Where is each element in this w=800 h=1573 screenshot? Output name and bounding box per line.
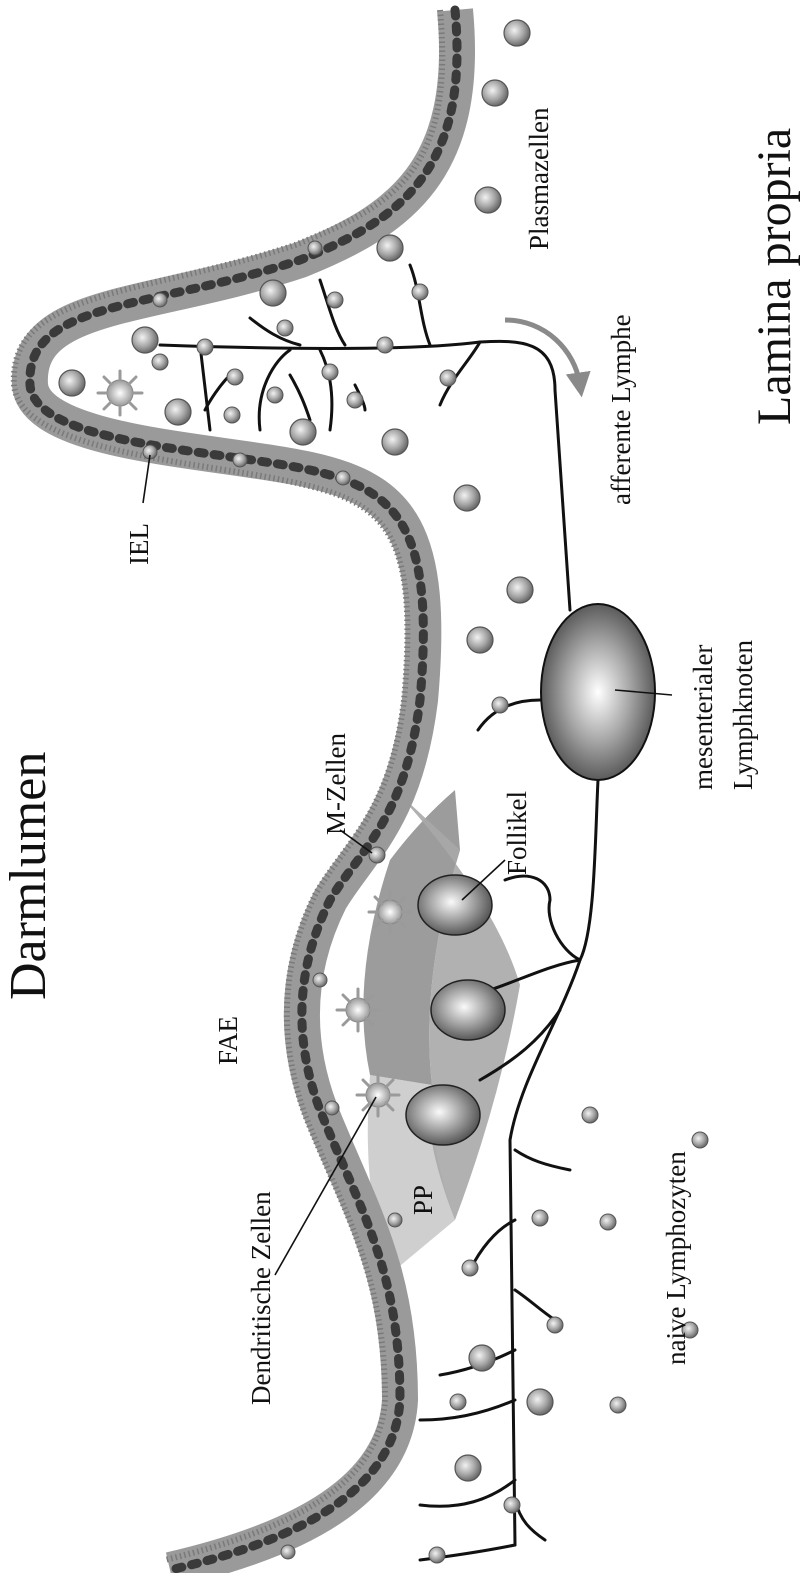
label-dendritische-zellen: Dendritische Zellen: [246, 1191, 276, 1405]
label-lamina-propria: Lamina propria: [748, 128, 800, 425]
follikel-2: [431, 980, 505, 1040]
label-plasmazellen: Plasmazellen: [524, 107, 554, 250]
dendritic-cell: [357, 1074, 399, 1116]
label-afferente-lymphe: afferente Lymphe: [606, 314, 636, 505]
dendritic-cell: [98, 371, 142, 415]
label-m-zellen: M-Zellen: [321, 733, 351, 835]
label-follikel: Follikel: [502, 791, 532, 875]
label-lymphknoten: Lymphknoten: [728, 640, 758, 790]
label-naive-lymphozyten: naive Lymphozyten: [661, 1151, 691, 1365]
dendritic-cell: [337, 989, 379, 1031]
follikel-3: [406, 1085, 480, 1145]
label-fae: FAE: [213, 1016, 243, 1065]
dendritic-cell: [369, 891, 411, 933]
label-pp: PP: [408, 1185, 438, 1215]
label-mesenterialer: mesenterialer: [688, 645, 718, 790]
follikel-1: [418, 875, 492, 935]
label-iel: IEL: [124, 523, 154, 565]
label-darmlumen: Darmlumen: [0, 752, 57, 1000]
